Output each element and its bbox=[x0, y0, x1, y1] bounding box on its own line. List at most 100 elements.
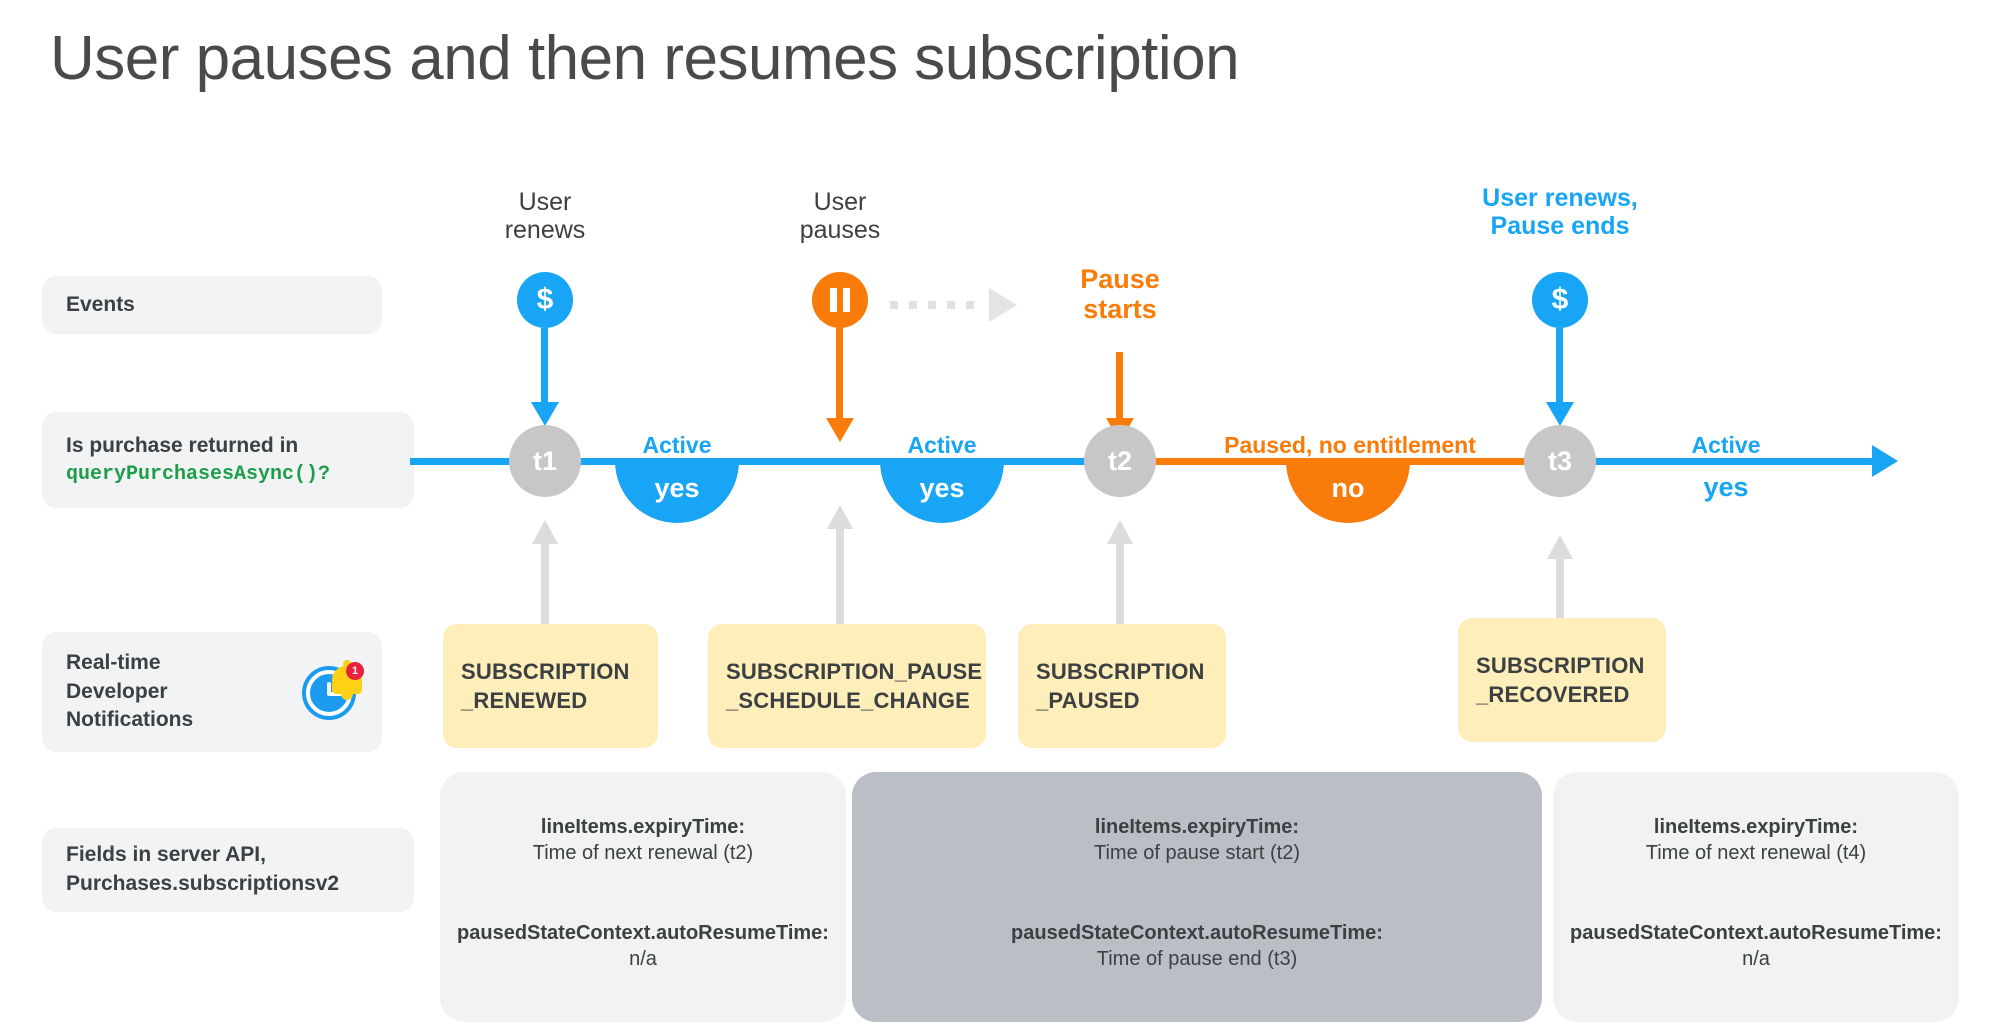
dot bbox=[890, 301, 898, 309]
rtdn-box-subscription-paused[interactable]: SUBSCRIPTION _PAUSED bbox=[1018, 624, 1226, 748]
dot bbox=[909, 301, 917, 309]
event-title-user-renews: User renews bbox=[445, 188, 645, 244]
rtdn-box-line2: _PAUSED bbox=[1036, 688, 1140, 713]
dotted-arrow-head bbox=[989, 288, 1017, 322]
fields-expiry-key: lineItems.expiryTime: bbox=[1653, 816, 1859, 838]
arrow-head bbox=[531, 402, 559, 426]
event-title-line2: Pause ends bbox=[1490, 212, 1630, 240]
rtdn-box-line2: _RECOVERED bbox=[1476, 682, 1630, 707]
fields-expiry-key: lineItems.expiryTime: bbox=[1094, 816, 1300, 838]
arrow-shaft bbox=[836, 523, 844, 630]
arrow-head bbox=[826, 418, 854, 442]
state-caption-active-1: Active bbox=[642, 432, 712, 458]
row-label-query-purchases: Is purchase returned in queryPurchasesAs… bbox=[42, 412, 414, 508]
event-icon-dollar-renews: $ bbox=[517, 272, 573, 328]
state-badge-label: no bbox=[1331, 473, 1365, 503]
pause-icon bbox=[830, 288, 850, 312]
event-title-user-renews-pause-ends: User renews, Pause ends bbox=[1420, 184, 1700, 240]
row-label-query-line1: Is purchase returned in bbox=[66, 433, 299, 457]
fields-resume-value: n/a bbox=[629, 948, 657, 970]
event-icon-dollar-renews-end: $ bbox=[1532, 272, 1588, 328]
dot bbox=[966, 301, 974, 309]
row-label-events: Events bbox=[42, 276, 382, 334]
state-caption-active-2: Active bbox=[907, 432, 977, 458]
arrow-shaft bbox=[1556, 328, 1563, 402]
clock-bell-notification-icon: 1 bbox=[300, 660, 364, 724]
dot bbox=[928, 301, 936, 309]
fields-expiry-key: lineItems.expiryTime: bbox=[540, 816, 746, 838]
arrow-shaft bbox=[836, 328, 843, 418]
fields-resume-value: n/a bbox=[1742, 948, 1770, 970]
rtdn-box-subscription-recovered[interactable]: SUBSCRIPTION _RECOVERED bbox=[1458, 618, 1666, 742]
rtdn-box-line2: _RENEWED bbox=[461, 688, 588, 713]
state-label-yes-3: yes bbox=[1703, 472, 1749, 502]
dollar-icon: $ bbox=[536, 283, 554, 316]
rtdn-box-subscription-pause-schedule-change[interactable]: SUBSCRIPTION_PAUSE _SCHEDULE_CHANGE bbox=[708, 624, 986, 748]
dollar-icon: $ bbox=[1551, 283, 1569, 316]
fields-expiry-value: Time of next renewal (t4) bbox=[1645, 842, 1867, 864]
timeline-node-t2[interactable]: t2 bbox=[1084, 425, 1156, 497]
timeline-node-t3[interactable]: t3 bbox=[1524, 425, 1596, 497]
fields-expiry-value: Time of next renewal (t2) bbox=[532, 842, 754, 864]
fields-box-t1: lineItems.expiryTime: Time of next renew… bbox=[440, 772, 846, 1022]
row-label-rtdn-line3: Notifications bbox=[66, 708, 194, 732]
rtdn-box-line2: _SCHEDULE_CHANGE bbox=[726, 688, 971, 713]
fields-box-t3: lineItems.expiryTime: Time of next renew… bbox=[1553, 772, 1959, 1022]
row-label-server-api-fields: Fields in server API, Purchases.subscrip… bbox=[42, 828, 414, 912]
state-caption-paused: Paused, no entitlement bbox=[1224, 432, 1476, 458]
fields-resume-value: Time of pause end (t3) bbox=[1096, 948, 1298, 970]
row-label-query-code: queryPurchasesAsync()? bbox=[66, 462, 331, 486]
event-title-line1: User renews, bbox=[1482, 184, 1638, 212]
state-badge-label: yes bbox=[919, 473, 965, 503]
arrow-shaft bbox=[1116, 352, 1123, 418]
row-label-rtdn-line1: Real-time bbox=[66, 650, 161, 674]
arrow-shaft bbox=[1116, 538, 1124, 630]
event-title-line2: starts bbox=[1083, 294, 1157, 325]
fields-box-t2-paused: lineItems.expiryTime: Time of pause star… bbox=[852, 772, 1542, 1022]
event-icon-pause bbox=[812, 272, 868, 328]
notification-count-badge: 1 bbox=[346, 662, 364, 680]
event-title-line1: Pause bbox=[1080, 264, 1160, 294]
fields-resume-key: pausedStateContext.autoResumeTime: bbox=[457, 922, 829, 944]
event-title-pause-starts: Pause starts bbox=[1020, 264, 1220, 324]
clock-hand-vertical-icon bbox=[327, 682, 331, 696]
timeline-end-arrow-icon bbox=[1872, 445, 1898, 477]
event-title-line2: pauses bbox=[799, 216, 881, 244]
row-label-fields-line1: Fields in server API, bbox=[66, 843, 266, 867]
rtdn-box-line1: SUBSCRIPTION_PAUSE bbox=[726, 658, 983, 684]
event-title-line1: User bbox=[813, 188, 867, 216]
dotted-connector-pause-to-pause-starts bbox=[890, 288, 1017, 322]
state-badge-yes-2: yes bbox=[880, 461, 1004, 523]
fields-expiry-value: Time of pause start (t2) bbox=[1094, 842, 1300, 864]
page-title: User pauses and then resumes subscriptio… bbox=[50, 24, 1240, 93]
arrow-shaft bbox=[541, 328, 548, 402]
rtdn-box-subscription-renewed[interactable]: SUBSCRIPTION _RENEWED bbox=[443, 624, 658, 748]
row-label-fields-line2: Purchases.subscriptionsv2 bbox=[66, 872, 340, 895]
timeline-segment-active-1 bbox=[410, 458, 1122, 465]
timeline-segment-active-2 bbox=[1560, 458, 1876, 465]
arrow-head bbox=[1546, 402, 1574, 426]
rtdn-box-line1: SUBSCRIPTION bbox=[461, 658, 630, 684]
rtdn-box-line1: SUBSCRIPTION bbox=[1036, 658, 1205, 684]
row-label-rtdn: Real-time Developer Notifications 1 bbox=[42, 632, 382, 752]
state-badge-no: no bbox=[1286, 461, 1410, 523]
state-badge-label: yes bbox=[654, 473, 700, 503]
clock-hand-horizontal-icon bbox=[328, 692, 344, 696]
timeline-node-label: t3 bbox=[1547, 445, 1572, 476]
state-badge-yes-1: yes bbox=[615, 461, 739, 523]
event-title-line2: renews bbox=[504, 216, 586, 244]
arrow-shaft bbox=[541, 538, 549, 630]
event-title-user-pauses: User pauses bbox=[740, 188, 940, 244]
fields-resume-key: pausedStateContext.autoResumeTime: bbox=[1570, 922, 1942, 944]
timeline-node-label: t2 bbox=[1107, 445, 1132, 476]
fields-resume-key: pausedStateContext.autoResumeTime: bbox=[1011, 922, 1383, 944]
dot bbox=[947, 301, 955, 309]
row-label-events-text: Events bbox=[66, 292, 135, 316]
row-label-rtdn-line2: Developer bbox=[66, 679, 168, 703]
rtdn-box-line1: SUBSCRIPTION bbox=[1476, 652, 1645, 678]
arrow-shaft bbox=[1556, 553, 1564, 630]
event-title-line1: User bbox=[518, 188, 572, 216]
timeline-node-label: t1 bbox=[532, 445, 557, 476]
timeline-node-t1[interactable]: t1 bbox=[509, 425, 581, 497]
